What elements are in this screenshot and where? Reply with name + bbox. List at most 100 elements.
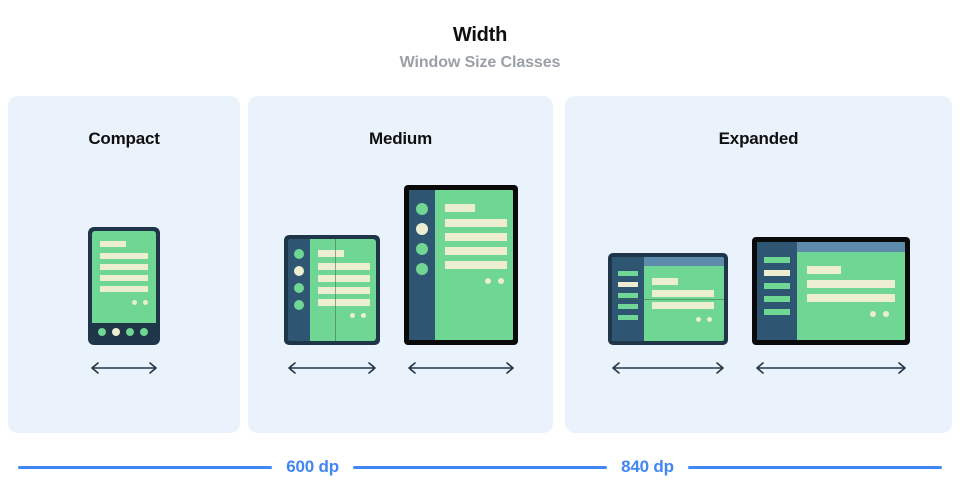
device-tablet-portrait xyxy=(403,185,518,345)
fold-crease xyxy=(611,299,724,300)
content-line xyxy=(317,287,370,294)
device-cell-tablet-landscape xyxy=(751,237,910,375)
content-line xyxy=(806,266,841,274)
device-phone-portrait xyxy=(88,227,160,345)
content-dot xyxy=(360,313,366,318)
device-cell-foldable-unfolded xyxy=(283,235,380,375)
phone-navigation-bar xyxy=(92,323,156,341)
content-dot xyxy=(143,300,148,305)
panel-medium: Medium xyxy=(248,96,553,433)
width-arrow-icon xyxy=(611,362,724,374)
content-line xyxy=(444,204,475,212)
panel-compact: Compact xyxy=(8,96,240,433)
rail-bar xyxy=(617,315,638,320)
content-line xyxy=(651,290,714,297)
content-line xyxy=(651,278,678,285)
content-line xyxy=(444,247,507,255)
content-dot xyxy=(695,317,701,322)
breakpoint-label-840: 840 dp xyxy=(621,457,674,476)
content-line xyxy=(444,233,507,241)
device-tablet-landscape xyxy=(751,237,910,345)
content-dot xyxy=(882,311,889,317)
nav-circle xyxy=(98,328,106,336)
breakpoint-label-600: 600 dp xyxy=(286,457,339,476)
device-row-expanded xyxy=(565,237,952,375)
content-dot xyxy=(869,311,876,317)
device-cell-phone xyxy=(88,227,160,375)
device-cell-foldable-landscape xyxy=(607,253,728,375)
page-title: Width xyxy=(452,24,508,46)
rail-circle xyxy=(415,203,428,215)
tablet-screen xyxy=(408,190,513,340)
content-line xyxy=(444,261,507,269)
device-cell-tablet-portrait xyxy=(403,185,518,375)
breakpoint-scale: 600 dp 840 dp xyxy=(0,450,960,484)
panel-expanded: Expanded xyxy=(565,96,952,433)
panel-title-compact: Compact xyxy=(88,129,160,148)
device-row-medium xyxy=(248,185,553,375)
header: Width Window Size Classes xyxy=(0,22,960,74)
content-dot xyxy=(132,300,137,305)
content-line xyxy=(651,302,714,309)
content-dot xyxy=(706,317,712,322)
content-line xyxy=(444,219,507,227)
width-arrow-icon xyxy=(755,362,906,374)
rail-circle-active xyxy=(293,266,304,276)
rail-circle xyxy=(293,249,304,259)
device-foldable-landscape xyxy=(607,253,728,345)
navigation-rail xyxy=(287,239,310,341)
rail-circle xyxy=(415,243,428,255)
content-line xyxy=(317,263,370,270)
nav-circle xyxy=(140,328,148,336)
content-line xyxy=(100,241,126,247)
scale-rule xyxy=(687,465,943,469)
panel-title-expanded: Expanded xyxy=(718,129,799,148)
device-foldable-portrait xyxy=(283,235,380,345)
fold-crease xyxy=(334,239,336,341)
content-line xyxy=(317,299,370,306)
tablet-landscape-screen xyxy=(756,242,905,340)
content-line xyxy=(100,264,148,270)
content-dot xyxy=(349,313,355,318)
app-top-bar xyxy=(643,257,724,266)
foldable-landscape-screen xyxy=(611,257,724,341)
rail-bar xyxy=(763,296,790,302)
navigation-rail xyxy=(408,190,435,340)
rail-circle xyxy=(293,283,304,293)
rail-bar xyxy=(763,283,790,289)
rail-bar-active xyxy=(617,282,638,287)
content-line xyxy=(100,253,148,259)
rail-circle xyxy=(293,300,304,310)
foldable-screen xyxy=(287,239,376,341)
nav-circle-active xyxy=(112,328,120,336)
scale-rule xyxy=(352,465,608,469)
scale-rule xyxy=(18,465,273,469)
rail-circle-active xyxy=(415,223,428,235)
device-row-compact xyxy=(8,227,240,375)
rail-circle xyxy=(415,263,428,275)
app-top-bar xyxy=(796,242,905,252)
rail-bar xyxy=(617,304,638,309)
rail-bar xyxy=(617,271,638,276)
rail-bar xyxy=(763,309,790,315)
size-class-panels: Compact xyxy=(8,96,952,433)
content-line xyxy=(806,280,895,288)
content-dot xyxy=(484,278,491,284)
content-line xyxy=(806,294,895,302)
rail-bar-active xyxy=(763,270,790,276)
content-line xyxy=(317,250,344,257)
navigation-rail xyxy=(756,242,797,340)
rail-bar xyxy=(763,257,790,263)
nav-circle xyxy=(126,328,134,336)
content-line xyxy=(100,275,148,281)
rail-bar xyxy=(617,293,638,298)
width-arrow-icon xyxy=(287,362,376,374)
content-dot xyxy=(497,278,504,284)
phone-screen xyxy=(92,231,156,341)
content-line xyxy=(317,275,370,282)
width-arrow-icon xyxy=(91,362,157,374)
width-arrow-icon xyxy=(407,362,514,374)
panel-title-medium: Medium xyxy=(368,129,433,148)
page-subtitle: Window Size Classes xyxy=(399,54,561,71)
